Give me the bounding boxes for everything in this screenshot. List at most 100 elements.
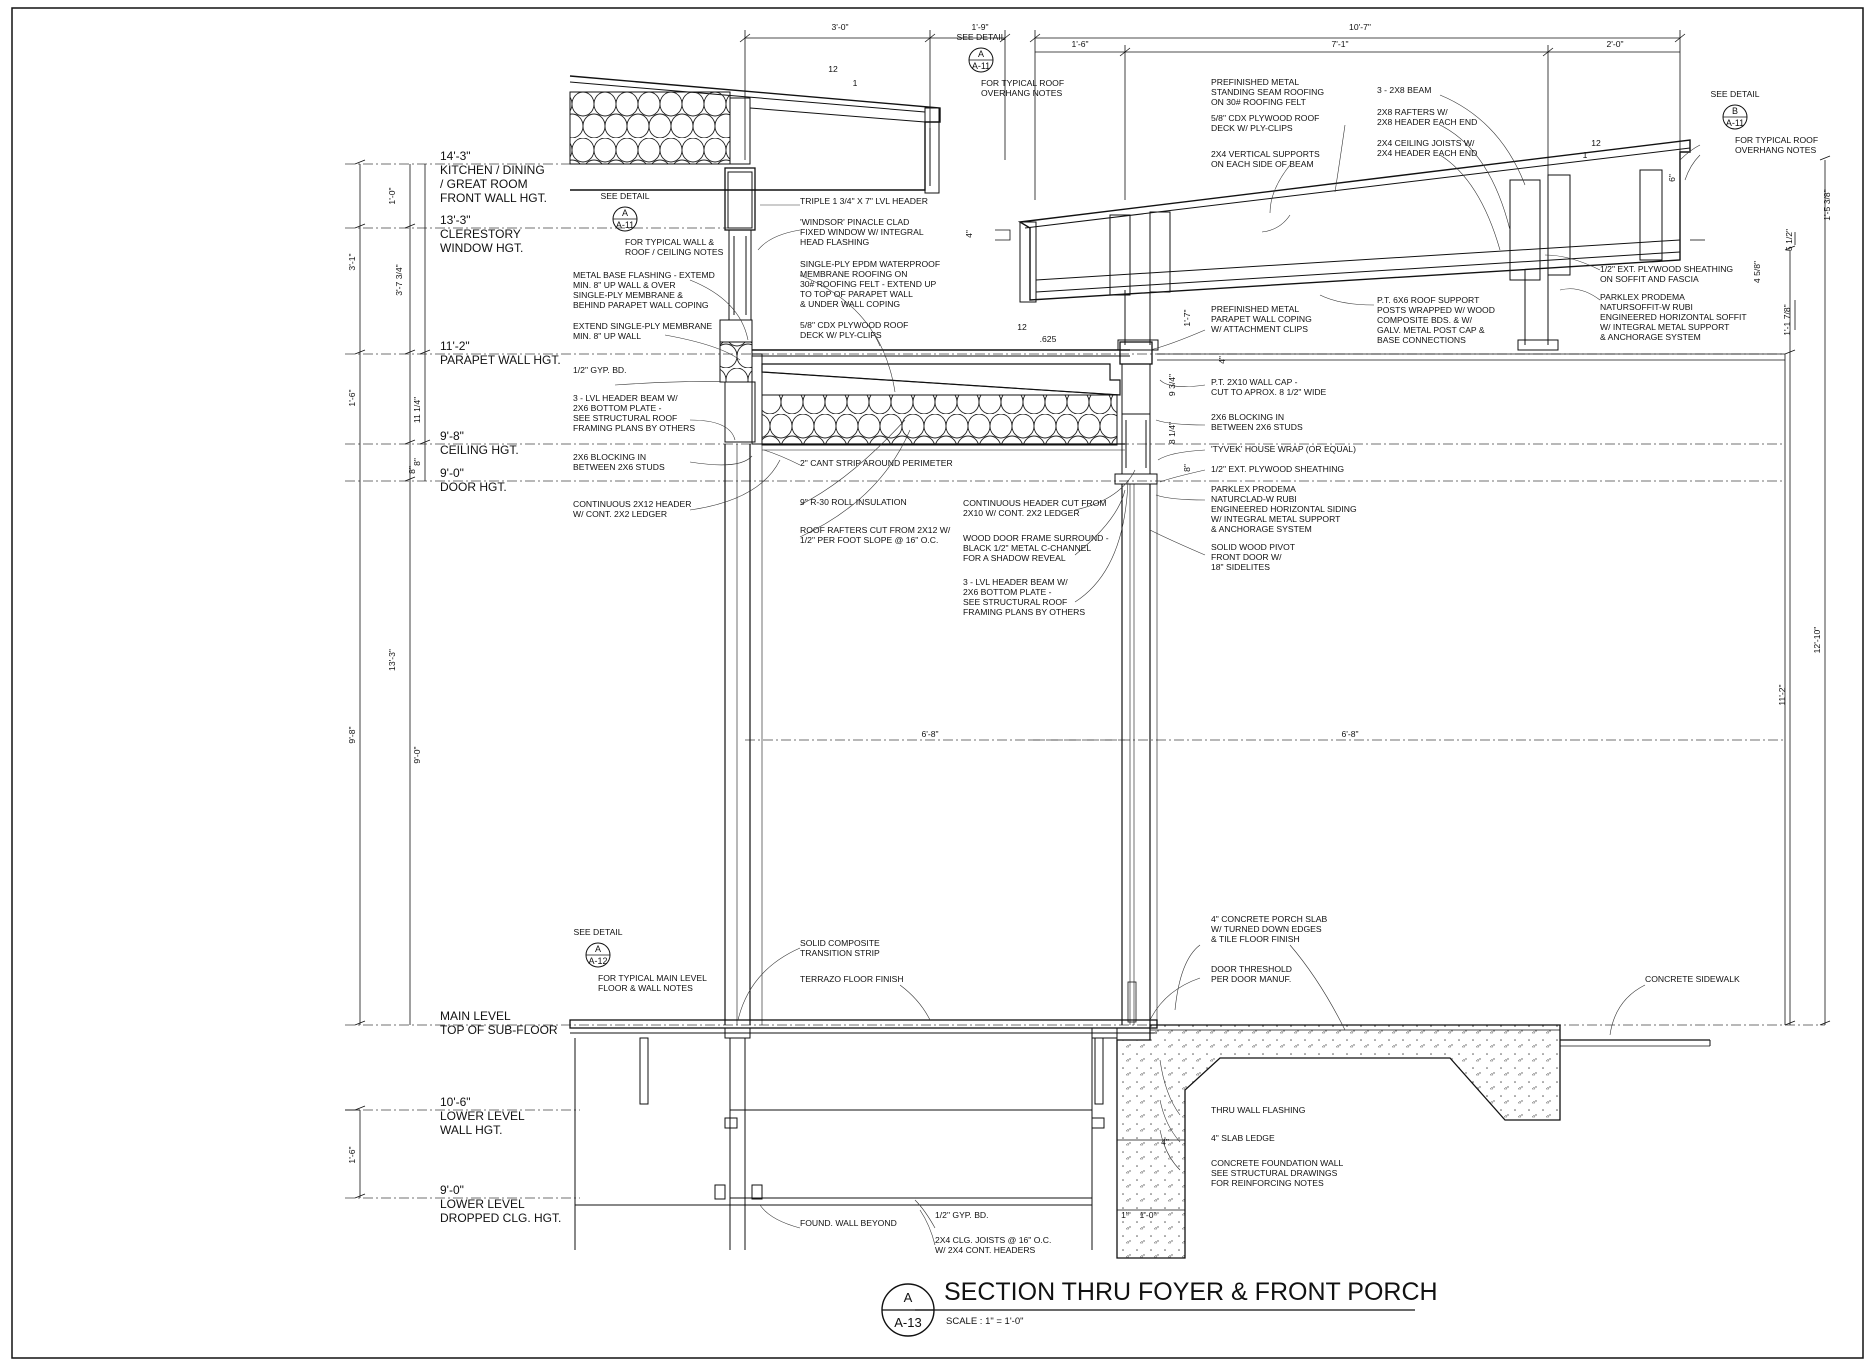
note-floor: TERRAZO FLOOR FINISH	[800, 974, 904, 984]
dimension-label: 12	[1591, 138, 1601, 148]
note-left-line: SEE STRUCTURAL ROOF	[573, 413, 677, 423]
dimension-top: 2'-0"	[1606, 39, 1623, 49]
dimension-right: 4 5/8"	[1752, 261, 1762, 283]
note-floor-line: DOOR THRESHOLD	[1211, 964, 1292, 974]
note-upper-right-line: BASE CONNECTIONS	[1377, 335, 1466, 345]
dimension-label: 8 1/4"	[1167, 422, 1177, 444]
note-right-mid-line: 18" SIDELITES	[1211, 562, 1270, 572]
dimension-left: 11 1/4"	[412, 397, 422, 423]
note-right-mid-line: 1/2" EXT. PLYWOOD SHEATHING	[1211, 464, 1344, 474]
drawing-scale: SCALE : 1" = 1'-0"	[946, 1316, 1023, 1327]
dimension-left: 13'-3"	[387, 649, 397, 671]
note-right-mid-line: CUT TO APROX. 8 1/2" WIDE	[1211, 387, 1327, 397]
note-floor: THRU WALL FLASHING	[1211, 1105, 1306, 1115]
level-kitchen-line: 14'-3"	[440, 149, 471, 163]
detail-note-line: FOR TYPICAL ROOF	[981, 78, 1064, 88]
detail-sheet: A-11	[616, 220, 634, 230]
note-center-line: 9" R-30 ROLL INSULATION	[800, 497, 907, 507]
note-center-line: FRAMING PLANS BY OTHERS	[963, 607, 1085, 617]
level-lower-wall-line: LOWER LEVEL	[440, 1109, 525, 1123]
dimension-right: 12'-10"	[1812, 627, 1822, 654]
note-right-mid-line: & ANCHORAGE SYSTEM	[1211, 524, 1312, 534]
note-right-mid-line: P.T. 2X10 WALL CAP -	[1211, 377, 1298, 387]
detail-note-line: FOR TYPICAL MAIN LEVEL	[598, 973, 707, 983]
note-left-line: EXTEND SINGLE-PLY MEMBRANE	[573, 321, 712, 331]
dimension-top: 3'-0"	[831, 22, 848, 32]
note-floor-line: SEE STRUCTURAL DRAWINGS	[1211, 1168, 1338, 1178]
level-parapet-line: PARAPET WALL HGT.	[440, 353, 561, 367]
level-kitchen-line: / GREAT ROOM	[440, 177, 528, 191]
dimension-label: 9 3/4"	[1167, 374, 1177, 396]
note-left-line: MIN. 8" UP WALL & OVER	[573, 280, 676, 290]
note-left: 3 - LVL HEADER BEAM W/2X6 BOTTOM PLATE -…	[573, 393, 695, 433]
note-center-line: 30# ROOFING FELT - EXTEND UP	[800, 279, 937, 289]
dimension-label: .625	[1040, 334, 1057, 344]
dimension-left: 9'-8"	[347, 726, 357, 743]
level-door: 9'-0"DOOR HGT.	[440, 466, 507, 494]
note-left-line: FRAMING PLANS BY OTHERS	[573, 423, 695, 433]
note-floor: CONCRETE SIDEWALK	[1645, 974, 1740, 984]
note-upper-right: 2X4 CEILING JOISTS W/2X4 HEADER EACH END	[1377, 138, 1477, 158]
note-left-line: SINGLE-PLY MEMBRANE &	[573, 290, 683, 300]
note-floor-line: 2X4 CLG. JOISTS @ 16" O.C.	[935, 1235, 1051, 1245]
note-upper-right-line: ON EACH SIDE OF BEAM	[1211, 159, 1314, 169]
level-ceiling: 9'-8"CEILING HGT.	[440, 429, 519, 457]
note-upper-right-line: & ANCHORAGE SYSTEM	[1600, 332, 1701, 342]
dimension-left: 3'-1"	[347, 253, 357, 270]
dimension-label: 1	[1583, 150, 1588, 160]
note-floor-line: W/ 2X4 CONT. HEADERS	[935, 1245, 1036, 1255]
detail-note: FOR TYPICAL WALL &ROOF / CEILING NOTES	[625, 237, 724, 257]
level-parapet-line: 11'-2"	[440, 339, 470, 353]
dimension-left: 1'-0"	[387, 187, 397, 204]
detail-note-line: ROOF / CEILING NOTES	[625, 247, 724, 257]
title-tag-letter: A	[904, 1290, 913, 1305]
note-right-mid-line: ENGINEERED HORIZONTAL SIDING	[1211, 504, 1357, 514]
note-center-line: TO TOP OF PARAPET WALL	[800, 289, 913, 299]
level-parapet: 11'-2"PARAPET WALL HGT.	[440, 339, 561, 367]
dimension-label: 12	[1017, 322, 1027, 332]
note-upper-right-line: ENGINEERED HORIZONTAL SOFFIT	[1600, 312, 1747, 322]
note-upper-right-line: 1/2" EXT. PLYWOOD SHEATHING	[1600, 264, 1733, 274]
note-right-mid-line: NATURCLAD-W RUBI	[1211, 494, 1297, 504]
detail-letter: B	[1732, 106, 1738, 116]
note-upper-right-line: PARKLEX PRODEMA	[1600, 292, 1685, 302]
note-center-line: 3 - LVL HEADER BEAM W/	[963, 577, 1068, 587]
dimension-label: 1	[853, 78, 858, 88]
note-floor-line: FOR REINFORCING NOTES	[1211, 1178, 1324, 1188]
note-center-line: 1/2" PER FOOT SLOPE @ 16" O.C.	[800, 535, 938, 545]
detail-sheet: A-12	[588, 956, 607, 966]
note-center-line: TRIPLE 1 3/4" X 7" LVL HEADER	[800, 196, 928, 206]
note-floor: 4" SLAB LEDGE	[1211, 1133, 1275, 1143]
note-left: 1/2" GYP. BD.	[573, 365, 627, 375]
note-upper-right-line: ON SOFFIT AND FASCIA	[1600, 274, 1699, 284]
level-lower-wall-line: 10'-6"	[440, 1095, 471, 1109]
note-upper-right-line: POSTS WRAPPED W/ WOOD	[1377, 305, 1495, 315]
note-center-line: FOR A SHADOW REVEAL	[963, 553, 1066, 563]
detail-letter: A	[595, 944, 601, 954]
level-ceiling-line: CEILING HGT.	[440, 443, 519, 457]
note-upper-right-line: W/ INTEGRAL METAL SUPPORT	[1600, 322, 1730, 332]
drawing-title: SECTION THRU FOYER & FRONT PORCH	[944, 1278, 1438, 1306]
note-center: 9" R-30 ROLL INSULATION	[800, 497, 907, 507]
level-lower-clg-line: DROPPED CLG. HGT.	[440, 1211, 561, 1225]
dimension-label: 6'-8"	[921, 729, 938, 739]
note-upper-right-line: 2X8 RAFTERS W/	[1377, 107, 1448, 117]
note-right-mid-line: PARAPET WALL COPING	[1211, 314, 1312, 324]
